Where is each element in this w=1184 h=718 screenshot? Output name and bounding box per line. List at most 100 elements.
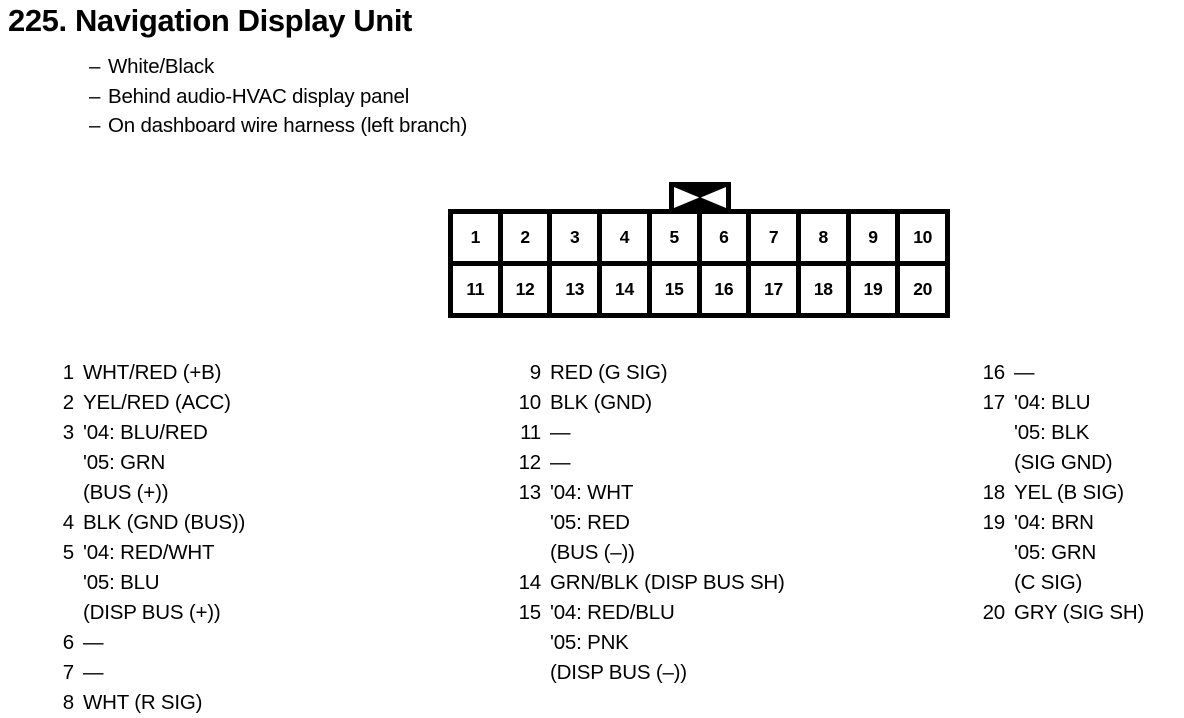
pin-legend-entry: 12 — [516, 448, 785, 478]
pin-description-line: '05: BLK [1014, 421, 1090, 444]
pin-description-line: — [1014, 361, 1035, 384]
pin-description-line: (BUS (–)) [550, 541, 635, 564]
pin-legend-entry: 3 '04: BLU/RED '05: GRN (BUS (+)) [62, 418, 245, 508]
pin-number: 16 [982, 361, 1006, 384]
pin-description-line: WHT/RED (+B) [83, 361, 222, 384]
pin-number: 18 [982, 481, 1006, 504]
pin-description-line: '04: RED/BLU [550, 601, 675, 624]
pin-description-line: GRY (SIG SH) [1014, 601, 1145, 624]
pin-cell-20: 20 [900, 266, 946, 313]
page-title: 225. Navigation Display Unit [8, 3, 412, 38]
pin-cell-8: 8 [800, 214, 846, 261]
pin-description: '04: BLU'05: BLK(SIG GND) [1005, 388, 1113, 478]
pin-legend-entry: 18 YEL (B SIG) [980, 478, 1144, 508]
pin-description-line: '05: BLU [83, 571, 160, 594]
pin-legend-entry: 14 GRN/BLK (DISP BUS SH) [516, 568, 785, 598]
pin-number: 14 [518, 571, 542, 594]
pin-cell-6: 6 [701, 214, 747, 261]
pin-description-line: '05: GRN [83, 451, 166, 474]
pin-description-line: RED (G SIG) [550, 361, 668, 384]
pin-description-line: WHT (R SIG) [83, 691, 203, 714]
pin-number: 7 [62, 661, 74, 684]
pin-cell-12: 12 [502, 266, 548, 313]
pin-description-line: YEL (B SIG) [1014, 481, 1124, 504]
pin-description: WHT (R SIG) [74, 688, 202, 718]
pin-description: '04: RED/BLU'05: PNK(DISP BUS (–)) [541, 598, 687, 688]
pin-legend-entry: 7— [62, 658, 245, 688]
pin-cell-7: 7 [751, 214, 796, 261]
spec-line: –Behind audio-HVAC display panel [89, 82, 467, 112]
pin-number: 15 [518, 601, 542, 624]
pin-number: 20 [982, 601, 1006, 624]
pin-legend-entry: 8 WHT (R SIG) [62, 688, 245, 718]
pin-description-line: (DISP BUS (+)) [83, 601, 221, 624]
pin-description: BLK (GND (BUS)) [74, 508, 245, 538]
pin-description-line: GRN/BLK (DISP BUS SH) [550, 571, 785, 594]
pin-description: '04: RED/WHT '05: BLU (DISP BUS (+)) [74, 538, 221, 628]
pin-description-line: BLK (GND (BUS)) [83, 511, 246, 534]
pin-description-line: — [550, 421, 571, 444]
pin-description-line: '05: RED [550, 511, 630, 534]
pin-description-line: — [550, 451, 571, 474]
pin-number: 5 [62, 541, 74, 564]
pin-description: — [74, 658, 104, 688]
pin-cell-11: 11 [453, 266, 498, 313]
pin-description-line: '04: BLU/RED [83, 421, 208, 444]
bullet-dash-icon: – [89, 114, 101, 137]
pin-description-line: '04: WHT [550, 481, 634, 504]
pin-number: 12 [518, 451, 542, 474]
pin-number: 11 [520, 421, 541, 444]
pin-number: 17 [982, 391, 1006, 414]
pin-legend-entry: 4 BLK (GND (BUS)) [62, 508, 246, 538]
pin-cell-17: 17 [751, 266, 796, 313]
pin-legend-entry: 16 — [980, 358, 1144, 388]
pin-description: BLK (GND) [541, 388, 652, 418]
pin-number: 13 [518, 481, 542, 504]
bullet-dash-icon: – [89, 84, 101, 108]
spec-line: –On dashboard wire harness (left branch) [89, 111, 467, 141]
pin-description-line: BLK (GND) [550, 391, 652, 414]
pin-description-line: '05: GRN [1014, 541, 1097, 564]
pin-description-line: (BUS (+)) [83, 481, 169, 504]
pin-description: WHT/RED (+B) [74, 358, 221, 388]
pin-number: 8 [62, 691, 74, 714]
pin-description-line: YEL/RED (ACC) [83, 391, 231, 414]
pin-cell-15: 15 [651, 266, 697, 313]
pin-description: — [541, 448, 571, 478]
pin-legend-entry: 5 '04: RED/WHT '05: BLU (DISP BUS (+)) [62, 538, 245, 628]
pin-legend-entry: 19'04: BRN'05: GRN(C SIG) [980, 508, 1144, 598]
pin-cell-9: 9 [850, 214, 896, 261]
spec-line-text: White/Black [108, 55, 215, 78]
spec-line-text: Behind audio-HVAC display panel [108, 84, 410, 108]
pin-cell-2: 2 [502, 214, 548, 261]
pin-description: RED (G SIG) [541, 358, 668, 388]
pin-number: 3 [62, 421, 74, 444]
spec-list: –White/Black–Behind audio-HVAC display p… [89, 52, 467, 141]
pin-description-line: (C SIG) [1014, 571, 1083, 594]
pin-legend-entry: 13 '04: WHT '05: RED (BUS (–)) [516, 478, 785, 568]
spec-line: –White/Black [89, 52, 467, 82]
pin-number: 10 [518, 391, 542, 414]
pin-description: YEL/RED (ACC) [74, 388, 231, 418]
pin-description-line: '04: BLU [1014, 391, 1091, 414]
pin-cell-14: 14 [602, 266, 647, 313]
pin-legend-entry: 2 YEL/RED (ACC) [62, 388, 245, 418]
pin-number: 2 [62, 391, 74, 414]
pin-description: — [1005, 358, 1035, 388]
bullet-dash-icon: – [89, 55, 101, 78]
pin-description-line: '04: RED/WHT [83, 541, 215, 564]
pin-cell-18: 18 [800, 266, 846, 313]
pin-description: — [541, 418, 571, 448]
pin-description: GRY (SIG SH) [1005, 598, 1144, 628]
pin-legend-entry: 11 — [516, 418, 785, 448]
pin-cell-10: 10 [900, 214, 946, 261]
pin-number: 4 [62, 511, 74, 534]
pin-description: '04: BRN'05: GRN(C SIG) [1005, 508, 1096, 598]
pin-cell-19: 19 [850, 266, 896, 313]
